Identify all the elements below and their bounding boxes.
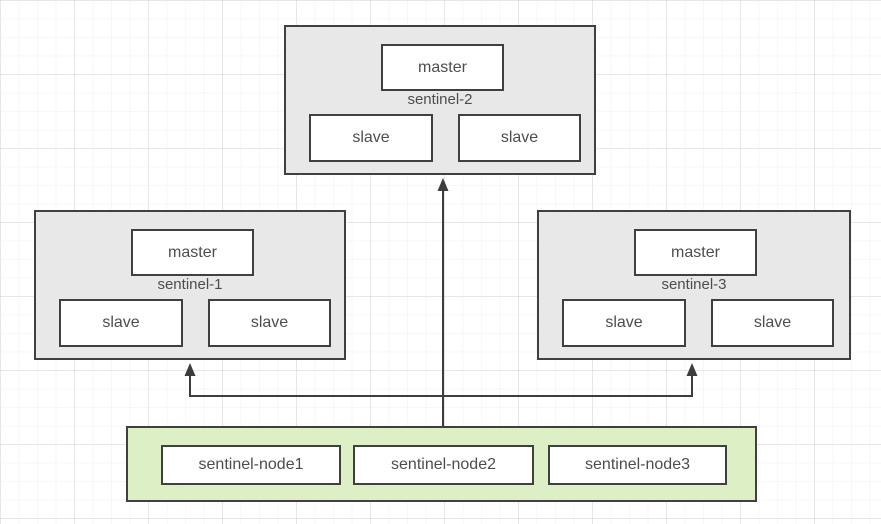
master-node: master	[131, 229, 254, 276]
group-label-sentinel-2: sentinel-2	[407, 91, 473, 108]
slave-node: slave	[711, 299, 834, 347]
slave-node: slave	[59, 299, 183, 347]
sentinel-node3-box: sentinel-node3	[548, 445, 727, 485]
sentinel-2-group: master sentinel-2 slave slave	[284, 25, 596, 175]
slave-node: slave	[208, 299, 331, 347]
sentinel-1-group: master sentinel-1 slave slave	[34, 210, 346, 360]
slave-node: slave	[309, 114, 433, 162]
slave-node: slave	[458, 114, 581, 162]
sentinel-node1-box: sentinel-node1	[161, 445, 341, 485]
slave-node: slave	[562, 299, 686, 347]
sentinel-3-group: master sentinel-3 slave slave	[537, 210, 851, 360]
master-node: master	[634, 229, 757, 276]
group-label-sentinel-1: sentinel-1	[157, 276, 223, 293]
group-label-sentinel-3: sentinel-3	[661, 276, 727, 293]
sentinel-node2-box: sentinel-node2	[353, 445, 534, 485]
master-node: master	[381, 44, 504, 91]
sentinel-nodes-container: sentinel-node1 sentinel-node2 sentinel-n…	[126, 426, 757, 502]
